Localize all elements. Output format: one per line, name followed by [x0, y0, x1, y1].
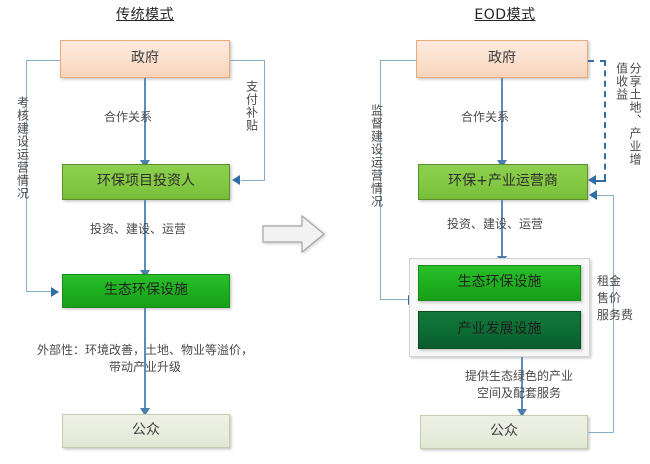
- edge-operator-to-facilities-line: [501, 200, 503, 258]
- edge-gov-to-operator-line: [501, 78, 503, 162]
- node-label: 生态环保设施: [457, 274, 542, 291]
- edge-label-externality-line2: 带动产业升级: [108, 359, 181, 374]
- edge-label-cooperation-eod: 合作关系: [461, 110, 510, 124]
- node-label: 政府: [488, 50, 516, 67]
- edge-supervision-vertical-segment: [380, 60, 381, 300]
- edge-supervision-bottom-segment: [380, 299, 409, 300]
- node-industry-facility-eod[interactable]: 产业发展设施: [418, 311, 581, 349]
- edge-fees-top-segment: [597, 195, 614, 196]
- node-label: 产业发展设施: [457, 321, 542, 338]
- edge-subsidy-top-segment: [230, 60, 265, 61]
- edge-assessment-arrowhead: [51, 287, 59, 297]
- node-public-traditional[interactable]: 公众: [62, 414, 230, 448]
- edge-facilities-to-public-line: [521, 357, 523, 411]
- edge-label-fees-line3: 服务费: [597, 307, 634, 322]
- node-label: 公众: [132, 422, 160, 439]
- edge-fees-arrowhead: [589, 190, 597, 200]
- edge-fees-vertical-segment: [613, 195, 614, 433]
- edge-share-value-bottom-segment: [596, 180, 606, 182]
- edge-label-invest-build-operate-eod: 投资、建设、运营: [447, 217, 544, 231]
- edge-label-fees-line1: 租金: [597, 274, 622, 288]
- node-eco-facility-eod[interactable]: 生态环保设施: [418, 265, 581, 301]
- edge-assessment-vertical-segment: [26, 60, 27, 292]
- edge-label-externality-line1: 外部性：环境改善，土地、物业等溢价，: [36, 343, 253, 357]
- node-label: 环保+产业运营商: [448, 173, 558, 190]
- edge-subsidy-arrowhead: [232, 175, 240, 185]
- transition-arrow-icon: [262, 214, 326, 258]
- node-public-eod[interactable]: 公众: [420, 415, 588, 449]
- node-eco-facility-traditional[interactable]: 生态环保设施: [62, 274, 230, 308]
- edge-gov-to-investor-line: [144, 78, 146, 162]
- edge-facility-to-public-line: [144, 308, 146, 410]
- edge-label-fees-line2: 售价: [597, 290, 622, 305]
- edge-assessment-bottom-segment: [26, 291, 52, 292]
- edge-label-externality: 外部性：环境改善，土地、物业等溢价， 带动产业升级: [10, 342, 280, 376]
- node-operator-eod[interactable]: 环保+产业运营商: [418, 164, 588, 200]
- edge-facilities-to-public-arrowhead: [517, 409, 527, 417]
- edge-share-value-top-segment: [588, 60, 606, 62]
- edge-supervision-top-segment: [380, 60, 416, 61]
- edge-label-subsidy: 支付补贴: [244, 80, 259, 132]
- node-investor-traditional[interactable]: 环保项目投资人: [62, 164, 230, 200]
- edge-facility-to-public-arrowhead: [140, 408, 150, 416]
- edge-fees-bottom-segment: [588, 432, 614, 433]
- edge-label-service-line2: 空间及配套服务: [476, 385, 561, 400]
- edge-label-service-line1: 提供生态绿色的产业: [464, 369, 573, 383]
- edge-subsidy-vertical-segment: [264, 60, 265, 180]
- node-label: 公众: [490, 423, 518, 440]
- edge-share-value-vertical-segment: [604, 60, 606, 180]
- panel-title-traditional: 传统模式: [116, 7, 174, 23]
- node-government-eod[interactable]: 政府: [416, 40, 588, 78]
- edge-share-value-arrowhead: [588, 175, 596, 185]
- edge-label-assessment: 考核建设运营情况: [15, 96, 30, 200]
- panel-title-eod: EOD模式: [474, 7, 536, 23]
- edge-label-fees: 租金 售价 服务费: [597, 273, 649, 323]
- edge-label-service: 提供生态绿色的产业 空间及配套服务: [424, 368, 614, 402]
- edge-subsidy-bottom-segment: [241, 180, 265, 181]
- edge-label-share-value: 分享土地、产业增值收益: [614, 62, 642, 166]
- edge-investor-to-facility-line: [144, 200, 146, 272]
- node-government-traditional[interactable]: 政府: [60, 40, 230, 78]
- edge-assessment-top-segment: [26, 60, 60, 61]
- edge-label-cooperation-traditional: 合作关系: [104, 110, 153, 124]
- edge-label-supervision: 监督建设运营情况: [369, 104, 384, 208]
- node-label: 环保项目投资人: [97, 173, 195, 190]
- edge-label-invest-build-operate-traditional: 投资、建设、运营: [90, 222, 187, 236]
- node-label: 生态环保设施: [104, 282, 188, 299]
- node-label: 政府: [131, 50, 159, 67]
